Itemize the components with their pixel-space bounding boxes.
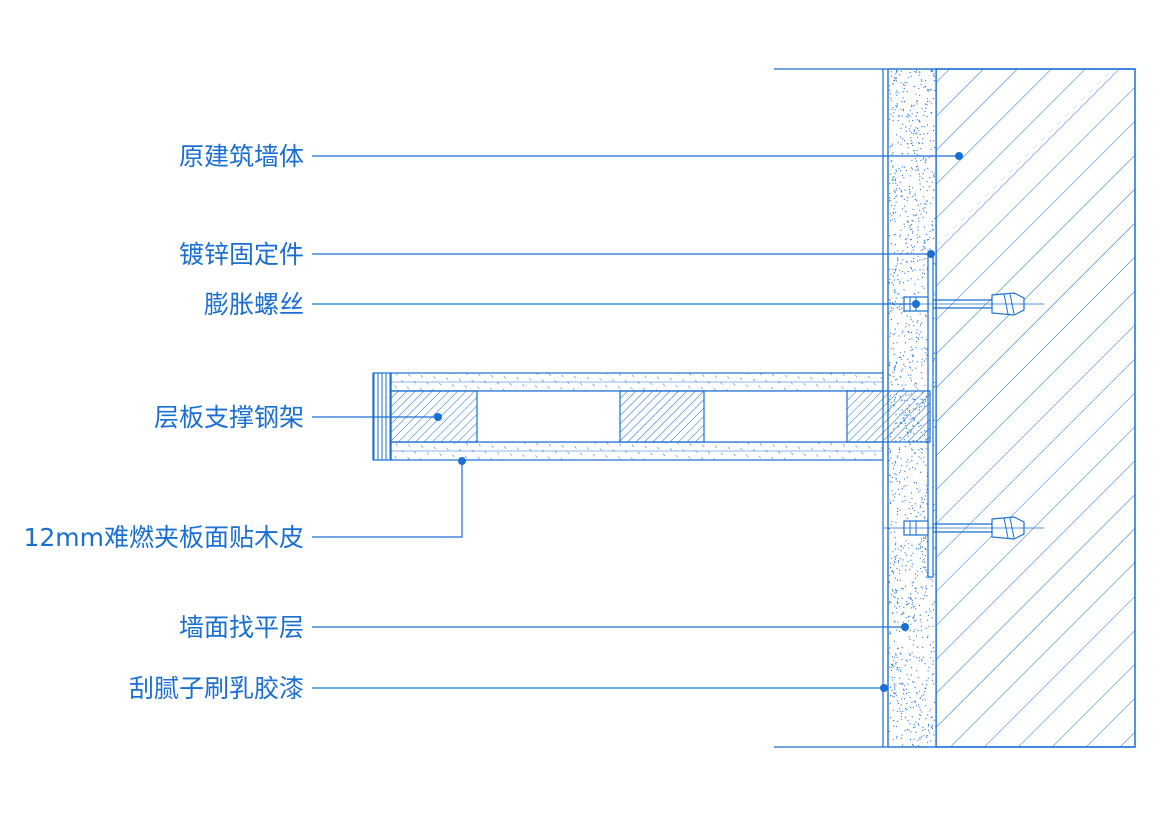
label-galvanized-fixing: 镀锌固定件 (179, 240, 304, 269)
expansion-bolt-lower (884, 516, 1044, 540)
original-wall (935, 68, 1136, 748)
steel-block-2 (619, 390, 705, 443)
labels: 原建筑墙体 镀锌固定件 膨胀螺丝 层板支撑钢架 12mm难燃夹板面贴木皮 墙面找… (23, 142, 304, 703)
label-shelf-steel-frame: 层板支撑钢架 (154, 403, 304, 432)
steel-frame-blocks (390, 390, 931, 443)
label-panel-veneer: 12mm难燃夹板面贴木皮 (23, 523, 304, 552)
label-expansion-bolt: 膨胀螺丝 (204, 290, 304, 319)
label-wall-leveling: 墙面找平层 (179, 613, 304, 642)
label-putty-latex-paint: 刮腻子刷乳胶漆 (129, 674, 304, 703)
steel-block-3 (846, 390, 931, 443)
label-original-wall: 原建筑墙体 (179, 142, 304, 171)
leader-dots (434, 152, 963, 692)
leader-lines (312, 155, 959, 689)
